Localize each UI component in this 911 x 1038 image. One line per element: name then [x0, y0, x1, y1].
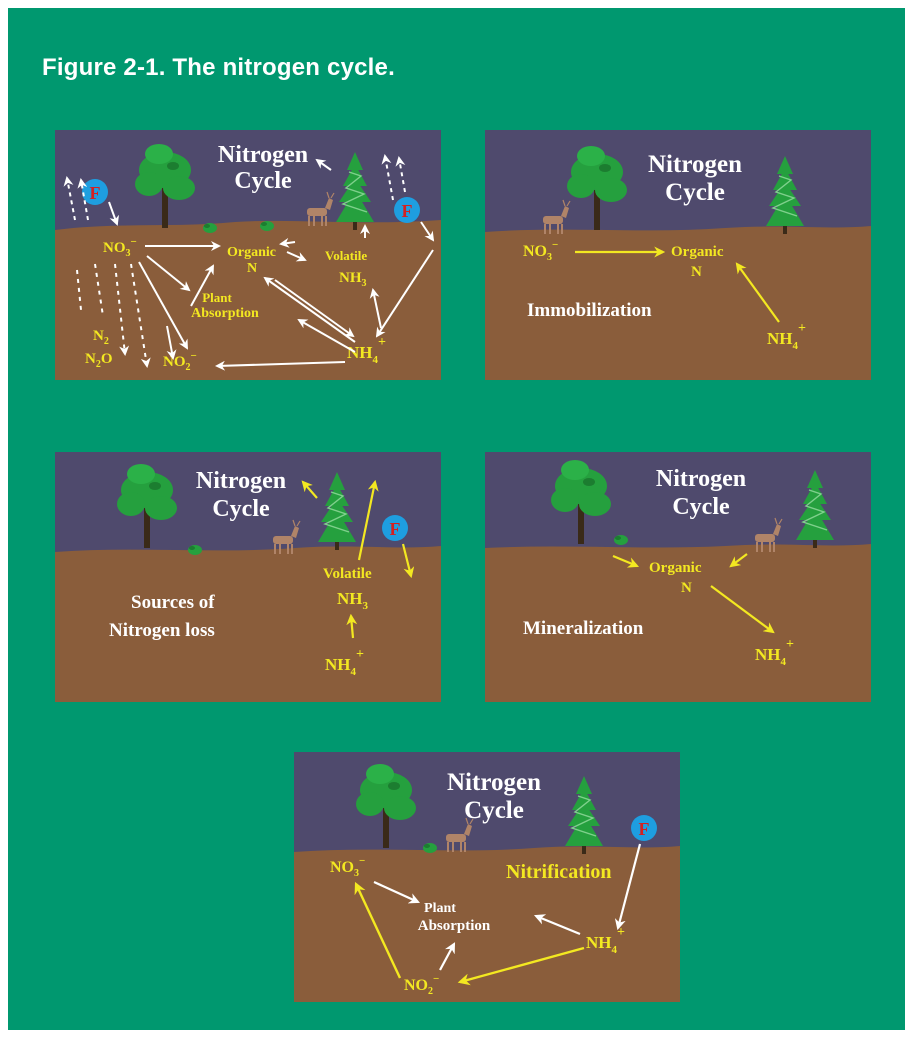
caption-nitrification: Nitrification — [506, 861, 612, 883]
caption-mineralization: Mineralization — [523, 618, 644, 639]
soil — [485, 544, 871, 702]
bush-icon — [614, 535, 628, 545]
bush-icon — [423, 843, 437, 853]
caption-immobilization: Immobilization — [527, 300, 652, 321]
label-no3: NO3− — [330, 855, 365, 879]
label-absorption: Absorption — [418, 918, 491, 934]
panel-title-line2: Cycle — [212, 496, 270, 522]
label-volatile: Volatile — [325, 248, 367, 263]
flow-arrows-white — [373, 843, 642, 971]
panel-title-line2: Cycle — [672, 494, 730, 520]
soil — [55, 546, 441, 702]
panel-title-line1: Nitrogen — [648, 151, 742, 178]
soil — [294, 846, 680, 1002]
panel-title-line1: Nitrogen — [218, 142, 308, 168]
caption-line1: Sources of — [131, 592, 215, 613]
flow-arrows — [63, 154, 435, 371]
label-nh3: NH3 — [339, 270, 367, 289]
label-nh4: NH4+ — [347, 335, 386, 366]
label-organic-n: N — [681, 580, 692, 596]
bush-icon — [203, 223, 217, 233]
flow-arrows — [575, 246, 780, 323]
fertilizer-icon: F — [382, 515, 408, 541]
label-no3: NO3− — [103, 236, 137, 259]
label-n2: N2 — [93, 328, 109, 347]
panel-nitrogen-loss: F Nitrogen Cycle Sources of Nitrogen los… — [55, 452, 441, 702]
panel-title-line2: Cycle — [464, 797, 524, 824]
label-organic: Organic — [649, 560, 702, 576]
panel-mineralization: Nitrogen Cycle Organic N Mineralization … — [485, 452, 871, 702]
fertilizer-icon: F — [82, 179, 108, 205]
panel-title-line1: Nitrogen — [656, 466, 746, 492]
fertilizer-icon: F — [631, 815, 657, 841]
flow-arrows — [301, 479, 415, 639]
panel-immobilization: Nitrogen Cycle NO3− Organic N Immobiliza… — [485, 130, 871, 380]
bush-icon — [260, 221, 274, 231]
flow-arrows — [612, 553, 775, 634]
label-organic-n: N — [691, 264, 702, 280]
panel-title-line2: Cycle — [665, 179, 725, 206]
label-volatile: Volatile — [323, 566, 372, 582]
label-no2: NO2− — [404, 973, 439, 997]
label-nh4: NH4+ — [586, 925, 625, 956]
label-organic-n: N — [247, 261, 257, 276]
panel-full-cycle: F F Nitrogen Cycle NO3− Organic N Volati… — [55, 130, 441, 380]
fertilizer-icon: F — [394, 197, 420, 223]
label-nh4: NH4+ — [767, 321, 806, 352]
label-n2o: N2O — [85, 351, 113, 370]
bush-icon — [188, 545, 202, 555]
label-plant: Plant — [202, 290, 232, 305]
label-organic: Organic — [227, 245, 276, 260]
label-organic: Organic — [671, 244, 724, 260]
label-absorption: Absorption — [191, 306, 259, 321]
label-nh4: NH4+ — [755, 637, 794, 668]
flow-arrows-yellow — [354, 881, 585, 986]
svg-text:F: F — [402, 201, 413, 221]
svg-text:F: F — [90, 183, 101, 203]
soil — [485, 226, 871, 380]
label-plant: Plant — [424, 901, 456, 916]
label-nh4: NH4+ — [325, 647, 364, 678]
svg-text:F: F — [390, 519, 401, 539]
panel-title-line2: Cycle — [234, 168, 292, 194]
figure-title: Figure 2-1. The nitrogen cycle. — [42, 54, 395, 81]
caption-line2: Nitrogen loss — [109, 620, 215, 641]
label-nh3: NH3 — [337, 589, 369, 612]
label-no3: NO3− — [523, 239, 558, 263]
panel-nitrification: F Nitrogen Cycle Nitrification NO3− Plan… — [294, 752, 680, 1002]
panel-title-line1: Nitrogen — [196, 468, 286, 494]
panel-title-line1: Nitrogen — [447, 769, 541, 796]
svg-text:F: F — [639, 819, 650, 839]
